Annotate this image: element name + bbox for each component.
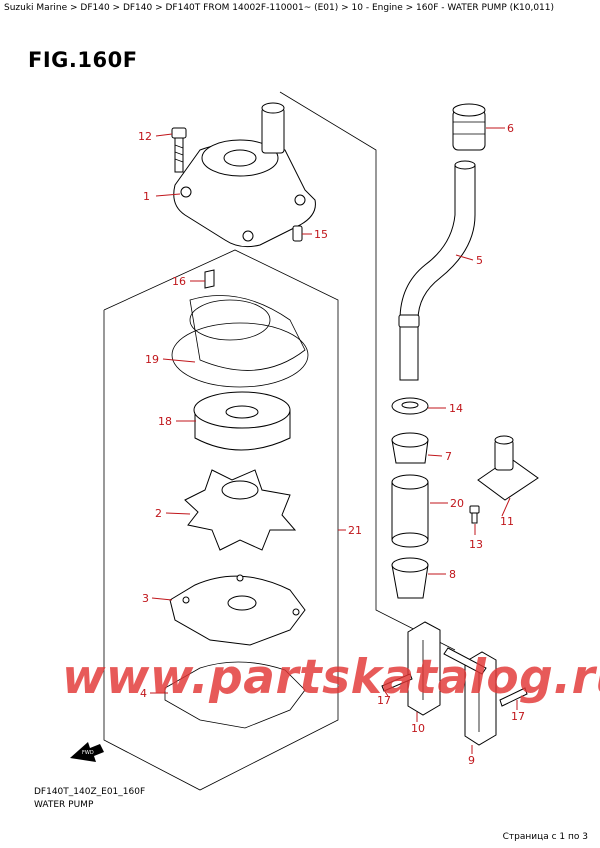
bolt-17-right	[499, 687, 528, 707]
leader-19	[162, 358, 196, 363]
leader-1	[155, 193, 181, 197]
screw-13	[469, 505, 480, 524]
callout-19: 19	[145, 353, 159, 366]
breadcrumb: Suzuki Marine > DF140 > DF140 > DF140T F…	[4, 3, 555, 13]
assembly-outline-21	[103, 249, 339, 791]
watermark: www.partskatalog.ru	[62, 650, 600, 705]
callout-7: 7	[445, 450, 452, 463]
callout-9: 9	[468, 754, 475, 767]
leader-2	[165, 512, 191, 515]
seal-ring-19	[171, 295, 309, 388]
figure-title: FIG.160F	[28, 48, 138, 72]
callout-20: 20	[450, 497, 464, 510]
callout-1: 1	[143, 190, 150, 203]
callout-17-left: 17	[377, 694, 391, 707]
figure-code: DF140T_140Z_E01_160F	[34, 787, 146, 797]
leader-17-left	[383, 689, 389, 697]
bolt-17-left	[381, 673, 413, 692]
pump-case-1	[173, 102, 316, 248]
callout-3: 3	[142, 592, 149, 605]
bracket-11	[477, 435, 539, 501]
pump-liner-18	[193, 391, 291, 451]
leader-3	[151, 597, 173, 601]
callout-12: 12	[138, 130, 152, 143]
callout-14: 14	[449, 402, 463, 415]
callout-8: 8	[449, 568, 456, 581]
leader-5	[455, 254, 474, 261]
grommet-6	[452, 103, 486, 151]
page-indicator: Страница с 1 по 3	[502, 832, 588, 842]
callout-6: 6	[507, 122, 514, 135]
callout-11: 11	[500, 515, 514, 528]
callout-2: 2	[155, 507, 162, 520]
callout-4: 4	[140, 687, 147, 700]
rod-connector	[443, 647, 487, 675]
callout-10: 10	[411, 722, 425, 735]
callout-17-right: 17	[511, 710, 525, 723]
washer-14	[391, 397, 429, 415]
anode-10	[407, 621, 441, 716]
callout-5: 5	[476, 254, 483, 267]
fwd-arrow-icon	[70, 742, 104, 762]
bushing-8	[391, 557, 429, 599]
figure-name: WATER PUMP	[34, 800, 94, 810]
leader-7	[427, 454, 443, 457]
assembly-outline-pipe	[279, 91, 456, 651]
anode-9	[464, 651, 497, 746]
bolt-12	[171, 127, 187, 173]
callout-18: 18	[158, 415, 172, 428]
impeller-2	[184, 469, 297, 551]
plate-3	[169, 574, 306, 646]
leader-12	[155, 133, 173, 137]
water-tube-5	[398, 160, 476, 381]
clip-16	[204, 269, 215, 289]
fwd-label: FWD	[82, 750, 94, 756]
callout-16: 16	[172, 275, 186, 288]
sleeve-20	[391, 474, 429, 548]
leader-11	[501, 497, 511, 517]
callout-13: 13	[469, 538, 483, 551]
gasket-4	[164, 661, 306, 729]
pin-15	[292, 225, 303, 242]
bushing-7	[391, 432, 429, 464]
callout-21: 21	[348, 524, 362, 537]
callout-15: 15	[314, 228, 328, 241]
